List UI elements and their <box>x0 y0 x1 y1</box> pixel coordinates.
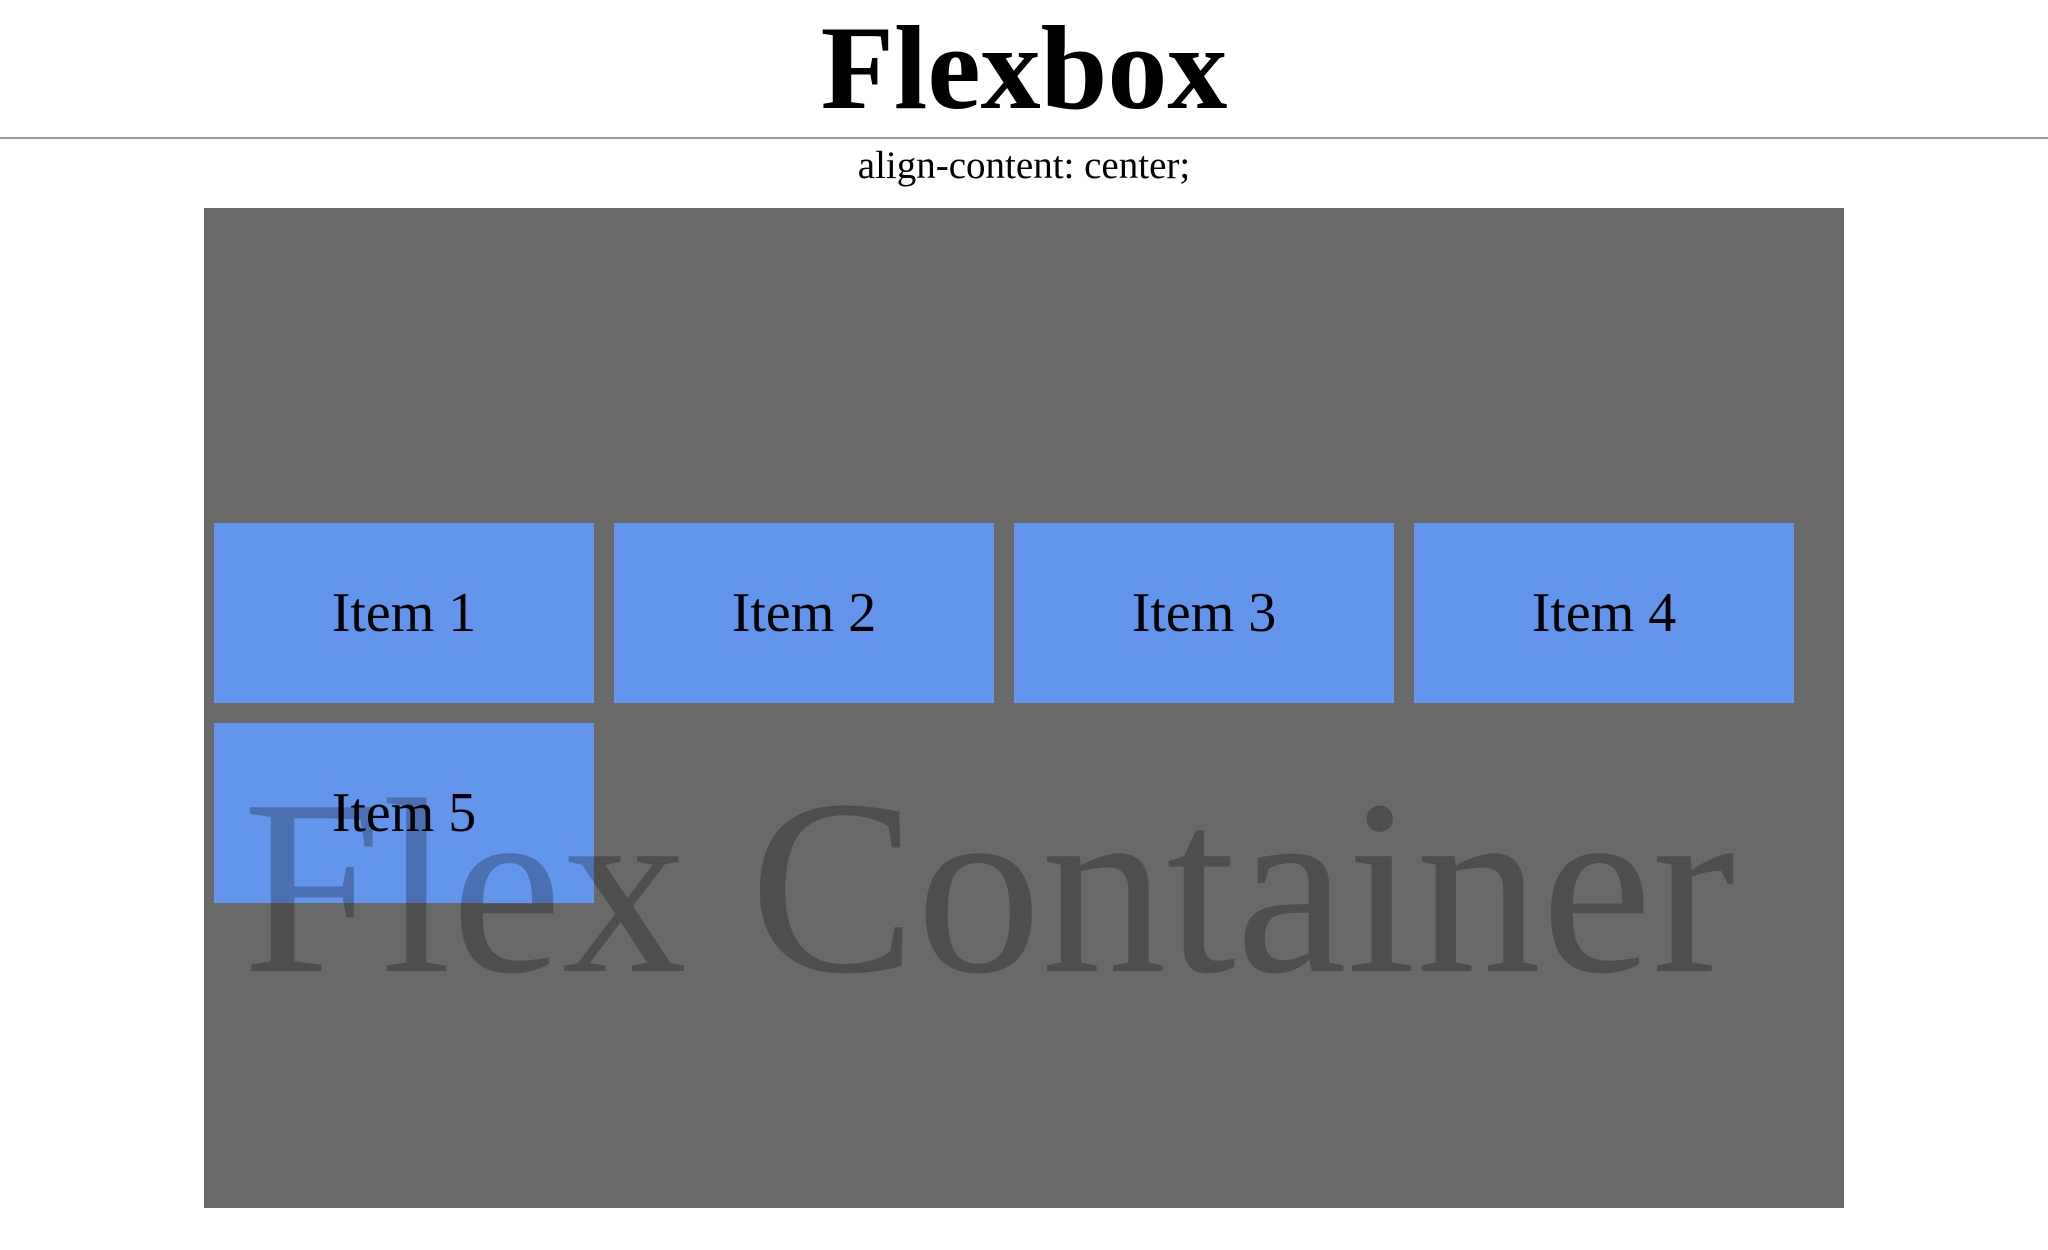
flex-item-4: Item 4 <box>1414 523 1794 703</box>
flex-container: Flex Container Item 1 Item 2 Item 3 Item… <box>204 208 1844 1208</box>
subtitle: align-content: center; <box>857 144 1191 187</box>
flex-item-3: Item 3 <box>1014 523 1394 703</box>
flex-item-5: Item 5 <box>214 723 594 903</box>
divider <box>0 137 2048 139</box>
flex-item-2: Item 2 <box>614 523 994 703</box>
page-title: Flexbox <box>820 1 1228 134</box>
flex-item-1: Item 1 <box>214 523 594 703</box>
